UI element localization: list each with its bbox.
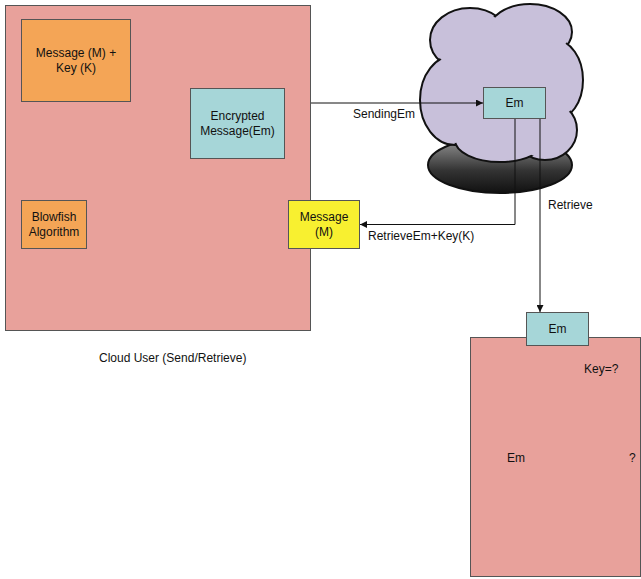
attacker-panel: Key=?Em?Em [470, 337, 641, 577]
edge-label: SendingEm [351, 107, 417, 121]
box-text: Em [503, 94, 527, 112]
box-text: Em [546, 320, 570, 338]
box-text: Blowfish Algorithm [22, 208, 86, 241]
encrypted-box: Encrypted Message(Em) [190, 88, 285, 159]
arrow-connector [360, 119, 515, 225]
arrow-connector [285, 103, 483, 104]
input-box: Message (M) + Key (K) [21, 19, 131, 102]
user-panel: Cloud User (Send/Retrieve)Message (M) + … [5, 5, 311, 331]
intercepted-box: Em [526, 312, 589, 346]
panel-text: Key=? [581, 360, 621, 378]
box-text: Encrypted Message(Em) [191, 107, 284, 140]
cloud-storage-box: Em [483, 87, 546, 119]
output-box: Message (M) [288, 200, 360, 249]
box-text: Message (M) + Key (K) [22, 44, 130, 77]
edge-label: RetrieveEm+Key(K) [366, 229, 476, 243]
box-text: Message (M) [289, 208, 359, 241]
panel-text: ? [626, 449, 639, 467]
algorithm-box: Blowfish Algorithm [21, 200, 87, 249]
edge-label: Retrieve [546, 198, 595, 212]
panel-text: Em [504, 449, 528, 467]
arrow-connector [540, 119, 541, 312]
panel-text: Cloud User (Send/Retrieve) [96, 349, 249, 367]
cloud-shape [420, 4, 583, 193]
